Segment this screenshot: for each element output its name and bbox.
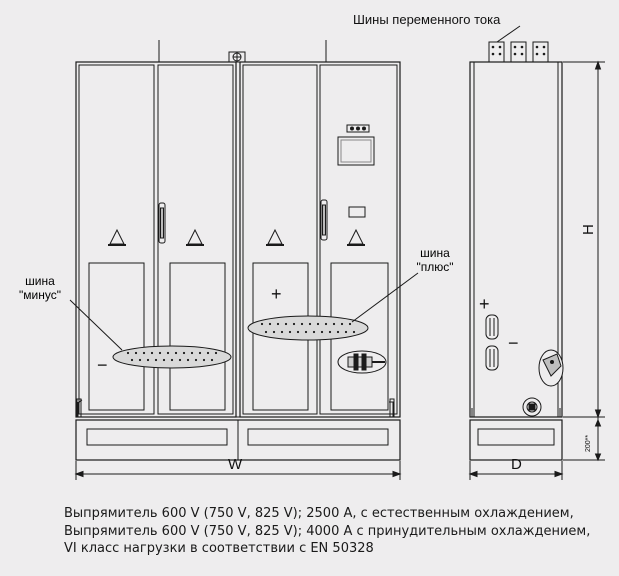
minus-bus-label-line2: "минус"	[19, 288, 61, 302]
grille-1	[88, 262, 145, 411]
base-height-dimension-label: 200**	[585, 434, 592, 452]
plus-busbar	[247, 315, 369, 341]
right-cabinet	[239, 61, 401, 418]
plus-sign-side: +	[479, 294, 490, 314]
rectifier-cabinet-drawing	[69, 25, 605, 480]
plus-bus-label: шина "плюс"	[412, 246, 458, 274]
minus-sign-front: −	[97, 355, 108, 375]
ac-busbar-terminals	[488, 41, 549, 63]
side-cabinet	[469, 61, 563, 418]
minus-bus-label-line1: шина	[25, 274, 55, 288]
minus-sign-side: −	[508, 333, 519, 353]
caption-line-3: VI класс нагрузки в соответствии с EN 50…	[64, 541, 374, 556]
minus-bus-label: шина "минус"	[14, 274, 66, 302]
height-dimension-label: H	[580, 224, 597, 235]
door-3	[242, 64, 318, 415]
minus-busbar	[112, 345, 232, 369]
door-2	[157, 64, 234, 415]
hmi-screen	[337, 136, 375, 166]
fan	[522, 397, 542, 417]
width-dimension-label: W	[228, 456, 243, 473]
depth-dimension-label: D	[511, 456, 522, 473]
caption-line-2: Выпрямитель 600 V (750 V, 825 V); 4000 А…	[64, 523, 591, 539]
plus-bus-label-line1: шина	[420, 246, 450, 260]
plus-sign-front: +	[271, 284, 282, 304]
caption: Выпрямитель 600 V (750 V, 825 V); 2500 А…	[64, 505, 609, 558]
ac-busbars-label: Шины переменного тока	[353, 12, 501, 27]
side-view	[468, 25, 605, 480]
door-4	[319, 64, 398, 415]
front-view	[69, 40, 419, 480]
grille-2	[169, 262, 226, 411]
warning-triangle-icon	[108, 228, 365, 246]
cable-connector	[337, 350, 387, 374]
plus-bus-label-line2: "плюс"	[416, 260, 454, 274]
left-cabinet	[75, 61, 237, 418]
door-1	[78, 64, 155, 415]
caption-line-1: Выпрямитель 600 V (750 V, 825 V); 2500 А…	[64, 506, 574, 521]
